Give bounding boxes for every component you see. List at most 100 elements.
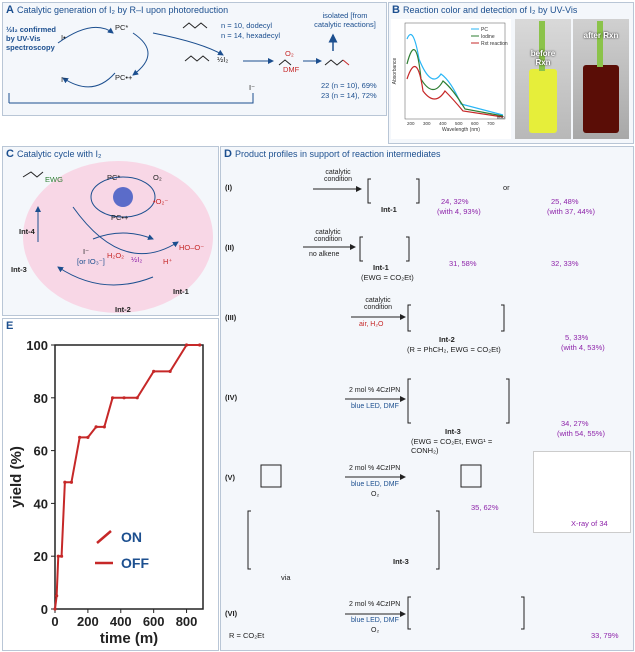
x-tick: 500 — [455, 121, 463, 126]
pc-plus-label: PC•+ — [115, 73, 133, 82]
hoo-label: HO–O⁻ — [179, 243, 205, 252]
data-point — [184, 343, 189, 347]
x-tick-label: 600 — [143, 614, 165, 629]
row-iv-roman: (IV) — [225, 393, 238, 402]
pc-plus-label: PC•+ — [111, 213, 129, 222]
series-iodine — [406, 49, 504, 117]
data-point — [102, 425, 106, 429]
legend-pc: PC — [481, 27, 488, 33]
panel-letter: E — [6, 320, 14, 332]
row-iv-condition: 2 mol % 4CzIPN — [349, 387, 401, 394]
io3-label: [or IO₃⁻] — [77, 257, 105, 266]
o2-label: O₂ — [153, 173, 162, 182]
row-v-via: via — [281, 573, 291, 582]
int4-label: Int-4 — [19, 227, 35, 236]
legend-off-label: OFF — [121, 555, 149, 571]
row-v-roman: (V) — [225, 473, 235, 482]
row-iv-note: (EWG = CO₂Et, EWG¹ = CONH₂) — [411, 437, 493, 455]
row-v-condition2: blue LED, DMF — [351, 481, 399, 488]
ewg-label: EWG — [45, 175, 63, 184]
legend-on-label: ON — [121, 529, 142, 545]
xray-label: X-ray of 34 — [571, 519, 608, 528]
xray-image — [533, 451, 631, 533]
plot-frame — [54, 344, 204, 610]
photo-before-label: before Rxn — [530, 49, 556, 67]
photo-after: after Rxn — [573, 19, 629, 139]
legend-on-marker — [96, 530, 112, 544]
data-point — [78, 435, 82, 439]
data-point — [59, 554, 64, 558]
scheme-a — [8, 22, 350, 104]
y-tick-label: 60 — [34, 444, 48, 459]
row-iv-int: Int-3 — [445, 427, 461, 436]
data-point — [168, 369, 172, 373]
y-tick-label: 80 — [34, 391, 48, 406]
x-axis-label: time (m) — [100, 630, 158, 647]
dmf-label: DMF — [283, 65, 300, 74]
row-vi-condition: 2 mol % 4CzIPN — [349, 601, 401, 608]
row-iii-condition2: air, H₂O — [359, 321, 384, 328]
row-iii-roman: (III) — [225, 313, 237, 322]
row-i-condition: catalytic condition — [323, 169, 353, 183]
row-vi-condition3: O₂ — [371, 627, 380, 634]
y-tick-label: 20 — [34, 549, 48, 564]
row-vi-condition2: blue LED, DMF — [351, 617, 399, 624]
data-point — [63, 480, 67, 484]
y-tick-label: 100 — [26, 338, 48, 353]
x-tick-label: 800 — [176, 614, 198, 629]
data-point — [198, 343, 202, 347]
panel-letter: D — [224, 148, 232, 160]
x-tick: 600 — [471, 121, 479, 126]
x-tick: 400 — [439, 121, 447, 126]
row-i-int: Int-1 — [381, 205, 397, 214]
panel-title: Catalytic cycle with I₂ — [16, 149, 102, 159]
row-i-product2: 25, 48% — [551, 197, 579, 206]
data-point — [135, 396, 139, 400]
row-v-condition3: O₂ — [371, 491, 380, 498]
panel-letter: A — [6, 4, 14, 16]
row-vi-roman: (VI) — [225, 609, 238, 618]
panel-title: Product profiles in support of reaction … — [234, 149, 441, 159]
panel-title: Reaction color and detection of I₂ by UV… — [402, 5, 578, 15]
row-ii-condition2: no alkene — [309, 251, 340, 258]
cycle-circle — [23, 161, 213, 313]
isolated-label: isolated [from catalytic reactions] — [314, 11, 376, 29]
iodide-label: I⁻ — [83, 247, 90, 256]
row-i-product1: 24, 32% — [441, 197, 469, 206]
row-vi-product1: 33, 79% — [591, 631, 619, 640]
data-point — [69, 480, 74, 484]
iodide-bottom-label: I⁻ — [249, 83, 256, 92]
x-tick-label: 200 — [77, 614, 99, 629]
panel-letter: B — [392, 4, 400, 16]
row-iv-product1: 34, 27% — [561, 419, 589, 428]
n14-label: n = 14, hexadecyl — [221, 31, 281, 40]
y-axis-label: yield (%) — [8, 446, 25, 508]
data-point — [152, 369, 156, 373]
series-pc — [406, 34, 504, 116]
row-ii-note: (EWG = CO₂Et) — [361, 273, 414, 282]
data-point — [86, 435, 90, 439]
y-axis-label: Absorbance — [392, 57, 398, 84]
row-v-product1: 35, 62% — [471, 503, 499, 512]
row-iii-note: (R = PhCH₂, EWG = CO₂Et) — [407, 345, 501, 354]
row-i-product1b: (with 4, 93%) — [437, 207, 481, 216]
row-i-or: or — [503, 183, 510, 192]
panel-title: Catalytic generation of I₂ by R–I upon p… — [16, 5, 229, 15]
data-point — [110, 396, 115, 400]
h2o2-label: H₂O₂ — [107, 251, 125, 260]
data-point — [122, 396, 126, 400]
x-tick-label: 400 — [110, 614, 132, 629]
int1-label: Int-1 — [173, 287, 189, 296]
legend-iodine: Iodine — [481, 34, 495, 40]
row-iv-condition2: blue LED, DMF — [351, 403, 399, 410]
uv-vis-spectrum: Wavelength (nm) Absorbance 200 300 400 5… — [391, 19, 511, 139]
data-point — [53, 607, 57, 611]
pc-star-label: PC* — [107, 173, 121, 182]
x-tick-label: 0 — [51, 614, 58, 629]
o2-label: O₂ — [285, 49, 294, 58]
